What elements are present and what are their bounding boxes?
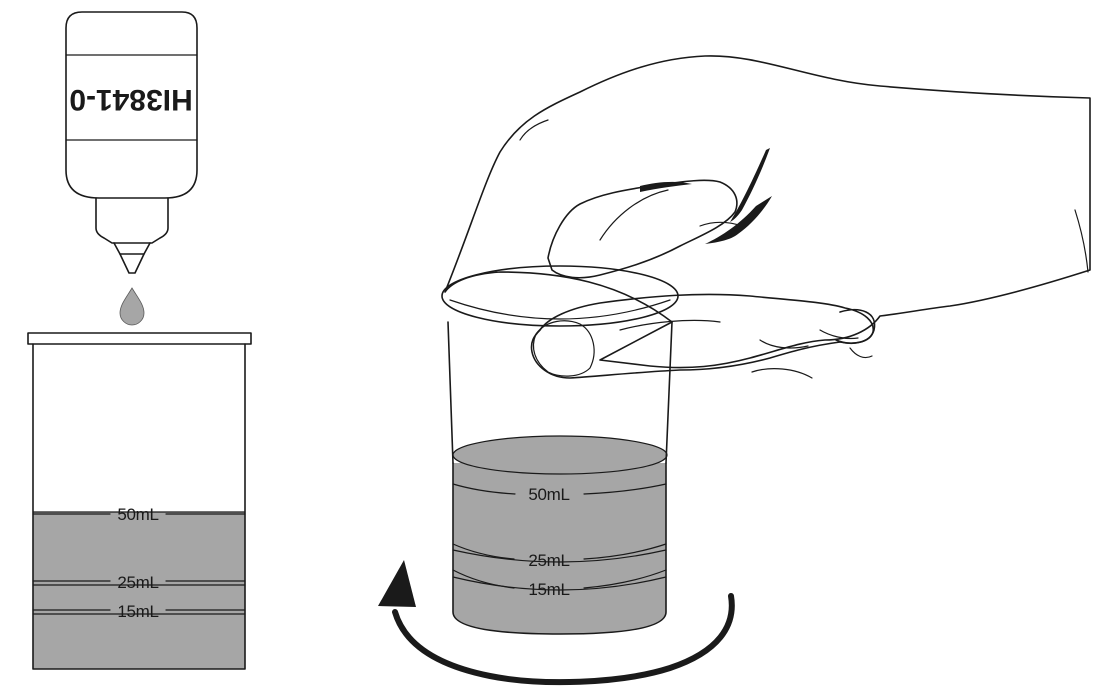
- svg-text:50mL: 50mL: [117, 505, 158, 524]
- left-mark-15: 15mL: [32, 602, 246, 621]
- left-mark-25: 25mL: [32, 573, 246, 592]
- right-mark-25: 25mL: [452, 543, 667, 570]
- hand-icon: [444, 55, 1091, 379]
- right-beaker-liquid: [453, 463, 666, 634]
- bottle-label: HI3841-0: [69, 83, 192, 116]
- dropper-bottle-icon: HI3841-0: [65, 11, 198, 274]
- right-beaker: 50mL 25mL 15mL: [441, 265, 679, 635]
- right-mark-50: 50mL: [452, 483, 667, 504]
- svg-text:25mL: 25mL: [528, 551, 569, 570]
- reagent-drop-icon: [119, 287, 145, 326]
- svg-text:50mL: 50mL: [528, 485, 569, 504]
- left-beaker: 50mL 25mL 15mL: [27, 332, 252, 670]
- left-beaker-liquid: [33, 512, 245, 669]
- swirl-arrow-icon: [378, 560, 735, 686]
- svg-text:15mL: 15mL: [528, 580, 569, 599]
- right-mark-15: 15mL: [452, 569, 667, 599]
- svg-text:25mL: 25mL: [117, 573, 158, 592]
- left-mark-50: 50mL: [32, 505, 246, 524]
- svg-text:15mL: 15mL: [117, 602, 158, 621]
